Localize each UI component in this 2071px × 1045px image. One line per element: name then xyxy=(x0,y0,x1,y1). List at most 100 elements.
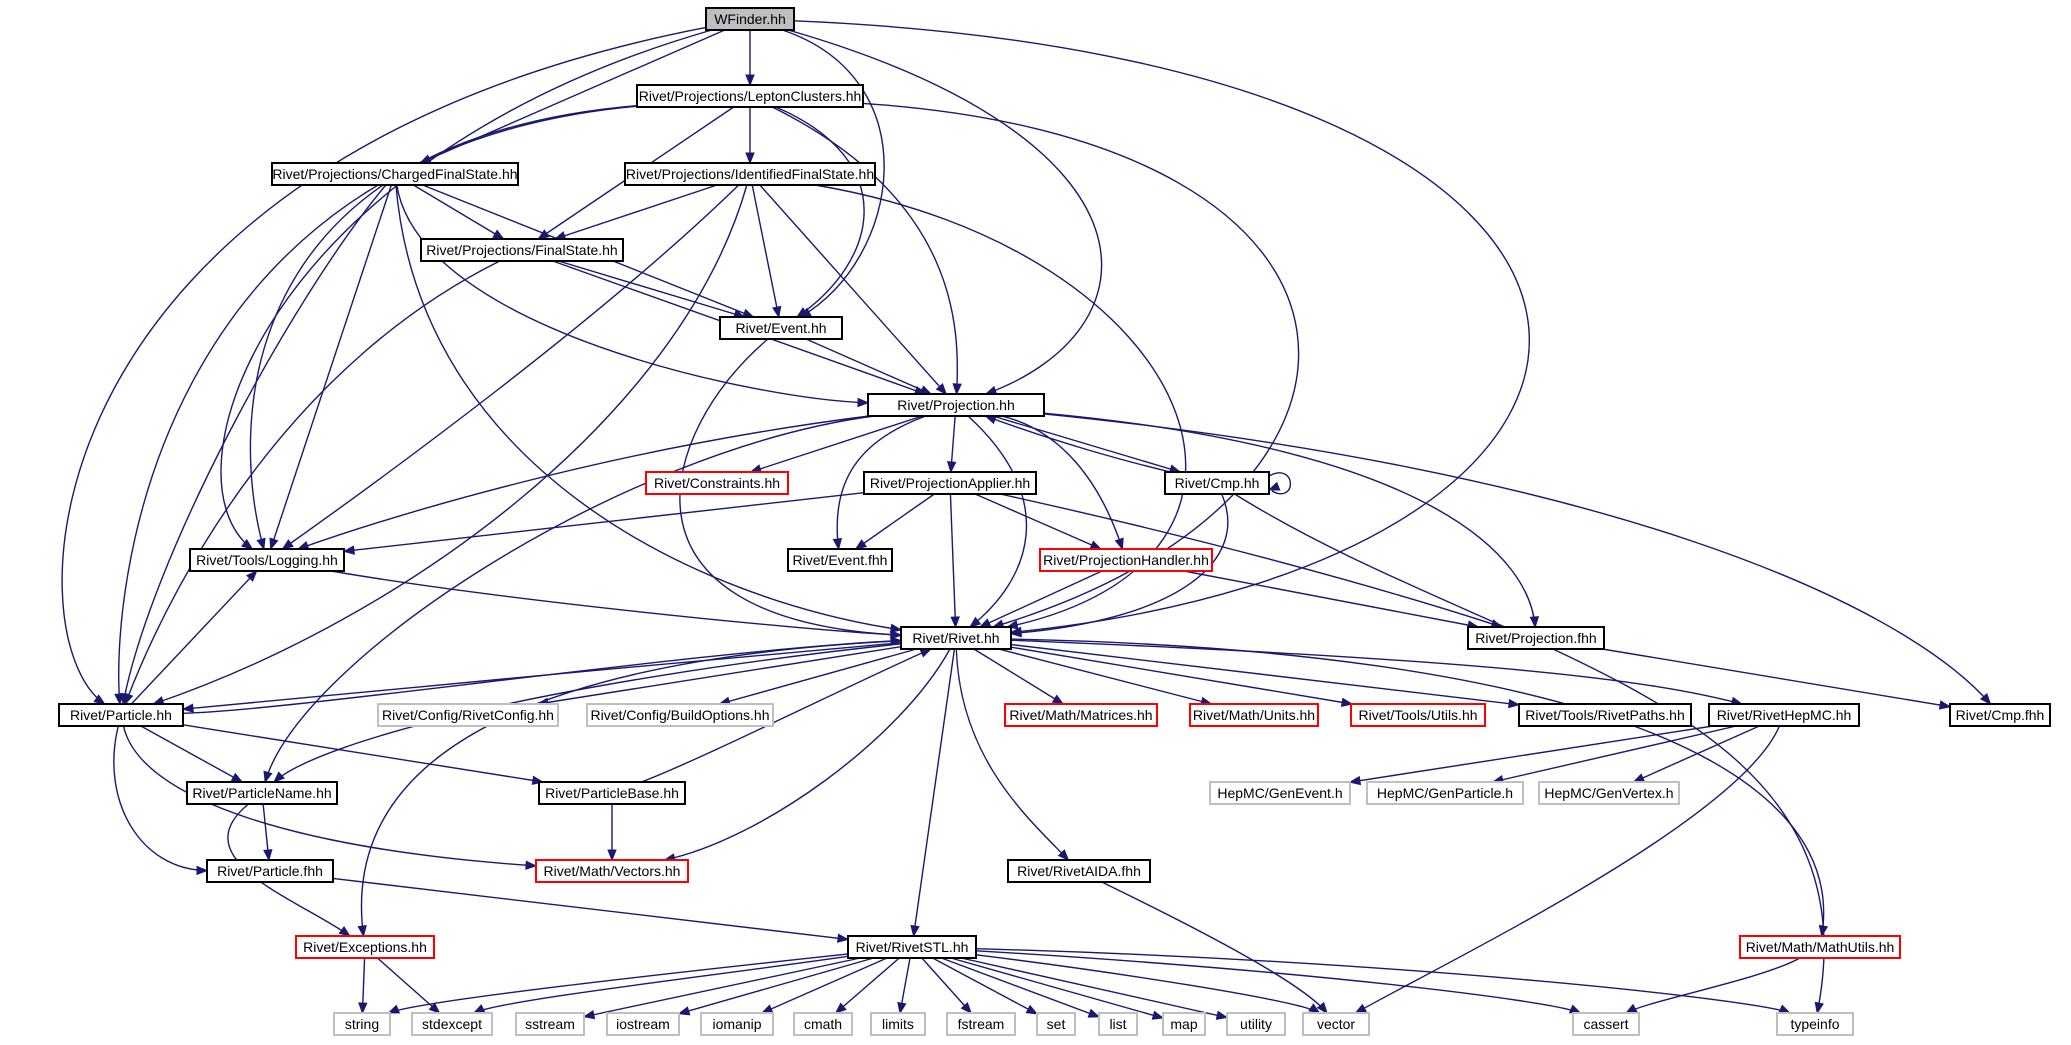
node-iostream[interactable]: iostream xyxy=(606,1012,680,1036)
node-utility[interactable]: utility xyxy=(1226,1012,1286,1036)
node-box xyxy=(700,1012,774,1036)
node-particlename[interactable]: Rivet/ParticleName.hh xyxy=(186,781,338,805)
node-stdexcept[interactable]: stdexcept xyxy=(411,1012,493,1036)
edge-line xyxy=(679,338,902,636)
edge-rivet-to-matrices xyxy=(973,648,1065,705)
edge-leptonclusters-to-particle xyxy=(114,105,638,706)
node-fstream[interactable]: fstream xyxy=(946,1012,1016,1036)
node-particlefhh[interactable]: Rivet/Particle.fhh xyxy=(206,859,334,883)
node-units[interactable]: Rivet/Math/Units.hh xyxy=(1189,703,1319,727)
edge-projection-to-projfhh xyxy=(1043,412,1540,629)
node-box xyxy=(1467,626,1605,650)
node-eventfhh[interactable]: Rivet/Event.fhh xyxy=(787,548,893,572)
node-vectors[interactable]: Rivet/Math/Vectors.hh xyxy=(535,859,689,883)
node-string[interactable]: string xyxy=(333,1012,391,1036)
node-cmpfhh[interactable]: Rivet/Cmp.fhh xyxy=(1949,703,2051,727)
node-projhandler[interactable]: Rivet/ProjectionHandler.hh xyxy=(1039,548,1213,572)
node-rivet[interactable]: Rivet/Rivet.hh xyxy=(900,626,1012,650)
edge-line xyxy=(1602,648,1951,708)
edge-rivetstl-to-limits xyxy=(897,957,911,1015)
node-box xyxy=(1518,703,1692,727)
node-exceptions[interactable]: Rivet/Exceptions.hh xyxy=(295,935,435,959)
edge-identifiedfs-to-event xyxy=(751,184,782,319)
edge-line xyxy=(771,106,959,395)
node-logging[interactable]: Rivet/Tools/Logging.hh xyxy=(189,548,345,572)
edge-rivethepmc-to-genvertex xyxy=(1632,725,1760,783)
node-rivetconfig[interactable]: Rivet/Config/RivetConfig.hh xyxy=(377,703,559,727)
edge-line xyxy=(1101,881,1328,1014)
node-label: Rivet/Tools/RivetPaths.hh xyxy=(1525,707,1685,723)
edge-line xyxy=(343,491,865,553)
node-mathutils[interactable]: Rivet/Math/MathUtils.hh xyxy=(1739,935,1901,959)
node-cmp[interactable]: Rivet/Cmp.hh xyxy=(1164,471,1270,495)
edge-projection-to-constraints xyxy=(749,415,923,474)
edge-line xyxy=(921,957,972,1014)
node-sstream[interactable]: sstream xyxy=(515,1012,585,1036)
edge-arrowhead xyxy=(1348,775,1362,786)
node-box xyxy=(1004,703,1158,727)
node-projfhh[interactable]: Rivet/Projection.fhh xyxy=(1467,626,1605,650)
node-iomanip[interactable]: iomanip xyxy=(700,1012,774,1036)
edge-line xyxy=(950,957,1164,1019)
node-projection[interactable]: Rivet/Projection.hh xyxy=(867,393,1045,417)
node-rivetaida[interactable]: Rivet/RivetAIDA.fhh xyxy=(1007,859,1151,883)
node-label: Rivet/Math/Vectors.hh xyxy=(544,863,681,879)
edge-rivetstl-to-iostream xyxy=(677,957,874,1016)
edge-projhandler-to-projfhh xyxy=(1183,570,1480,630)
node-label: Rivet/ProjectionHandler.hh xyxy=(1043,552,1209,568)
edge-line xyxy=(182,724,543,783)
edge-projapplier-to-logging xyxy=(342,491,865,555)
node-finalstate[interactable]: Rivet/Projections/FinalState.hh xyxy=(420,238,624,262)
node-map[interactable]: map xyxy=(1162,1012,1206,1036)
node-box xyxy=(1098,1012,1138,1036)
node-genevent[interactable]: HepMC/GenEvent.h xyxy=(1209,781,1351,805)
node-projapplier[interactable]: Rivet/ProjectionApplier.hh xyxy=(863,471,1037,495)
edge-arrowhead xyxy=(230,772,244,783)
edge-line xyxy=(282,184,740,550)
node-label: map xyxy=(1170,1016,1197,1032)
node-chargedfs[interactable]: Rivet/Projections/ChargedFinalState.hh xyxy=(271,162,519,186)
edge-line xyxy=(793,20,1530,634)
edge-line xyxy=(1043,412,1536,628)
node-cassert[interactable]: cassert xyxy=(1572,1012,1640,1036)
node-buildoptions[interactable]: Rivet/Config/BuildOptions.hh xyxy=(586,703,774,727)
edge-line xyxy=(975,954,1320,1014)
edge-arrowhead xyxy=(837,933,850,943)
node-matrices[interactable]: Rivet/Math/Matrices.hh xyxy=(1004,703,1158,727)
node-particle[interactable]: Rivet/Particle.hh xyxy=(58,703,184,727)
node-utils[interactable]: Rivet/Tools/Utils.hh xyxy=(1350,703,1486,727)
node-box xyxy=(189,548,345,572)
edge-arrowhead xyxy=(582,1009,596,1020)
node-wfinder[interactable]: WFinder.hh xyxy=(705,7,795,31)
edge-identifiedfs-to-logging xyxy=(281,184,740,550)
node-constraints[interactable]: Rivet/Constraints.hh xyxy=(645,471,789,495)
edge-line xyxy=(413,184,504,240)
edge-line xyxy=(1010,646,1353,705)
node-rivethepmc[interactable]: Rivet/RivetHepMC.hh xyxy=(1708,703,1860,727)
node-vector[interactable]: vector xyxy=(1302,1012,1370,1036)
node-limits[interactable]: limits xyxy=(870,1012,926,1036)
node-label: Rivet/Cmp.fhh xyxy=(1956,707,2045,723)
node-typeinfo[interactable]: typeinfo xyxy=(1776,1012,1854,1036)
node-rivetstl[interactable]: Rivet/RivetSTL.hh xyxy=(847,935,977,959)
edge-line xyxy=(130,570,258,705)
edge-arrowhead xyxy=(935,383,948,396)
node-list[interactable]: list xyxy=(1098,1012,1138,1036)
node-box xyxy=(793,1012,853,1036)
node-event[interactable]: Rivet/Event.hh xyxy=(719,316,843,340)
node-cmath[interactable]: cmath xyxy=(793,1012,853,1036)
node-genvertex[interactable]: HepMC/GenVertex.h xyxy=(1538,781,1680,805)
edge-arrowhead xyxy=(741,308,755,318)
node-set[interactable]: set xyxy=(1036,1012,1076,1036)
edge-event-to-projection xyxy=(805,338,933,395)
edge-arrowhead xyxy=(1114,537,1124,551)
node-genparticle[interactable]: HepMC/GenParticle.h xyxy=(1366,781,1524,805)
node-rivetpaths[interactable]: Rivet/Tools/RivetPaths.hh xyxy=(1518,703,1692,727)
edge-leptonclusters-to-event xyxy=(775,106,865,318)
node-leptonclusters[interactable]: Rivet/Projections/LeptonClusters.hh xyxy=(636,84,864,108)
edge-line xyxy=(750,415,923,473)
node-identifiedfs[interactable]: Rivet/Projections/IdentifiedFinalState.h… xyxy=(624,162,876,186)
node-box xyxy=(1949,703,2051,727)
node-label: utility xyxy=(1240,1016,1272,1032)
node-particlebase[interactable]: Rivet/ParticleBase.hh xyxy=(538,781,686,805)
